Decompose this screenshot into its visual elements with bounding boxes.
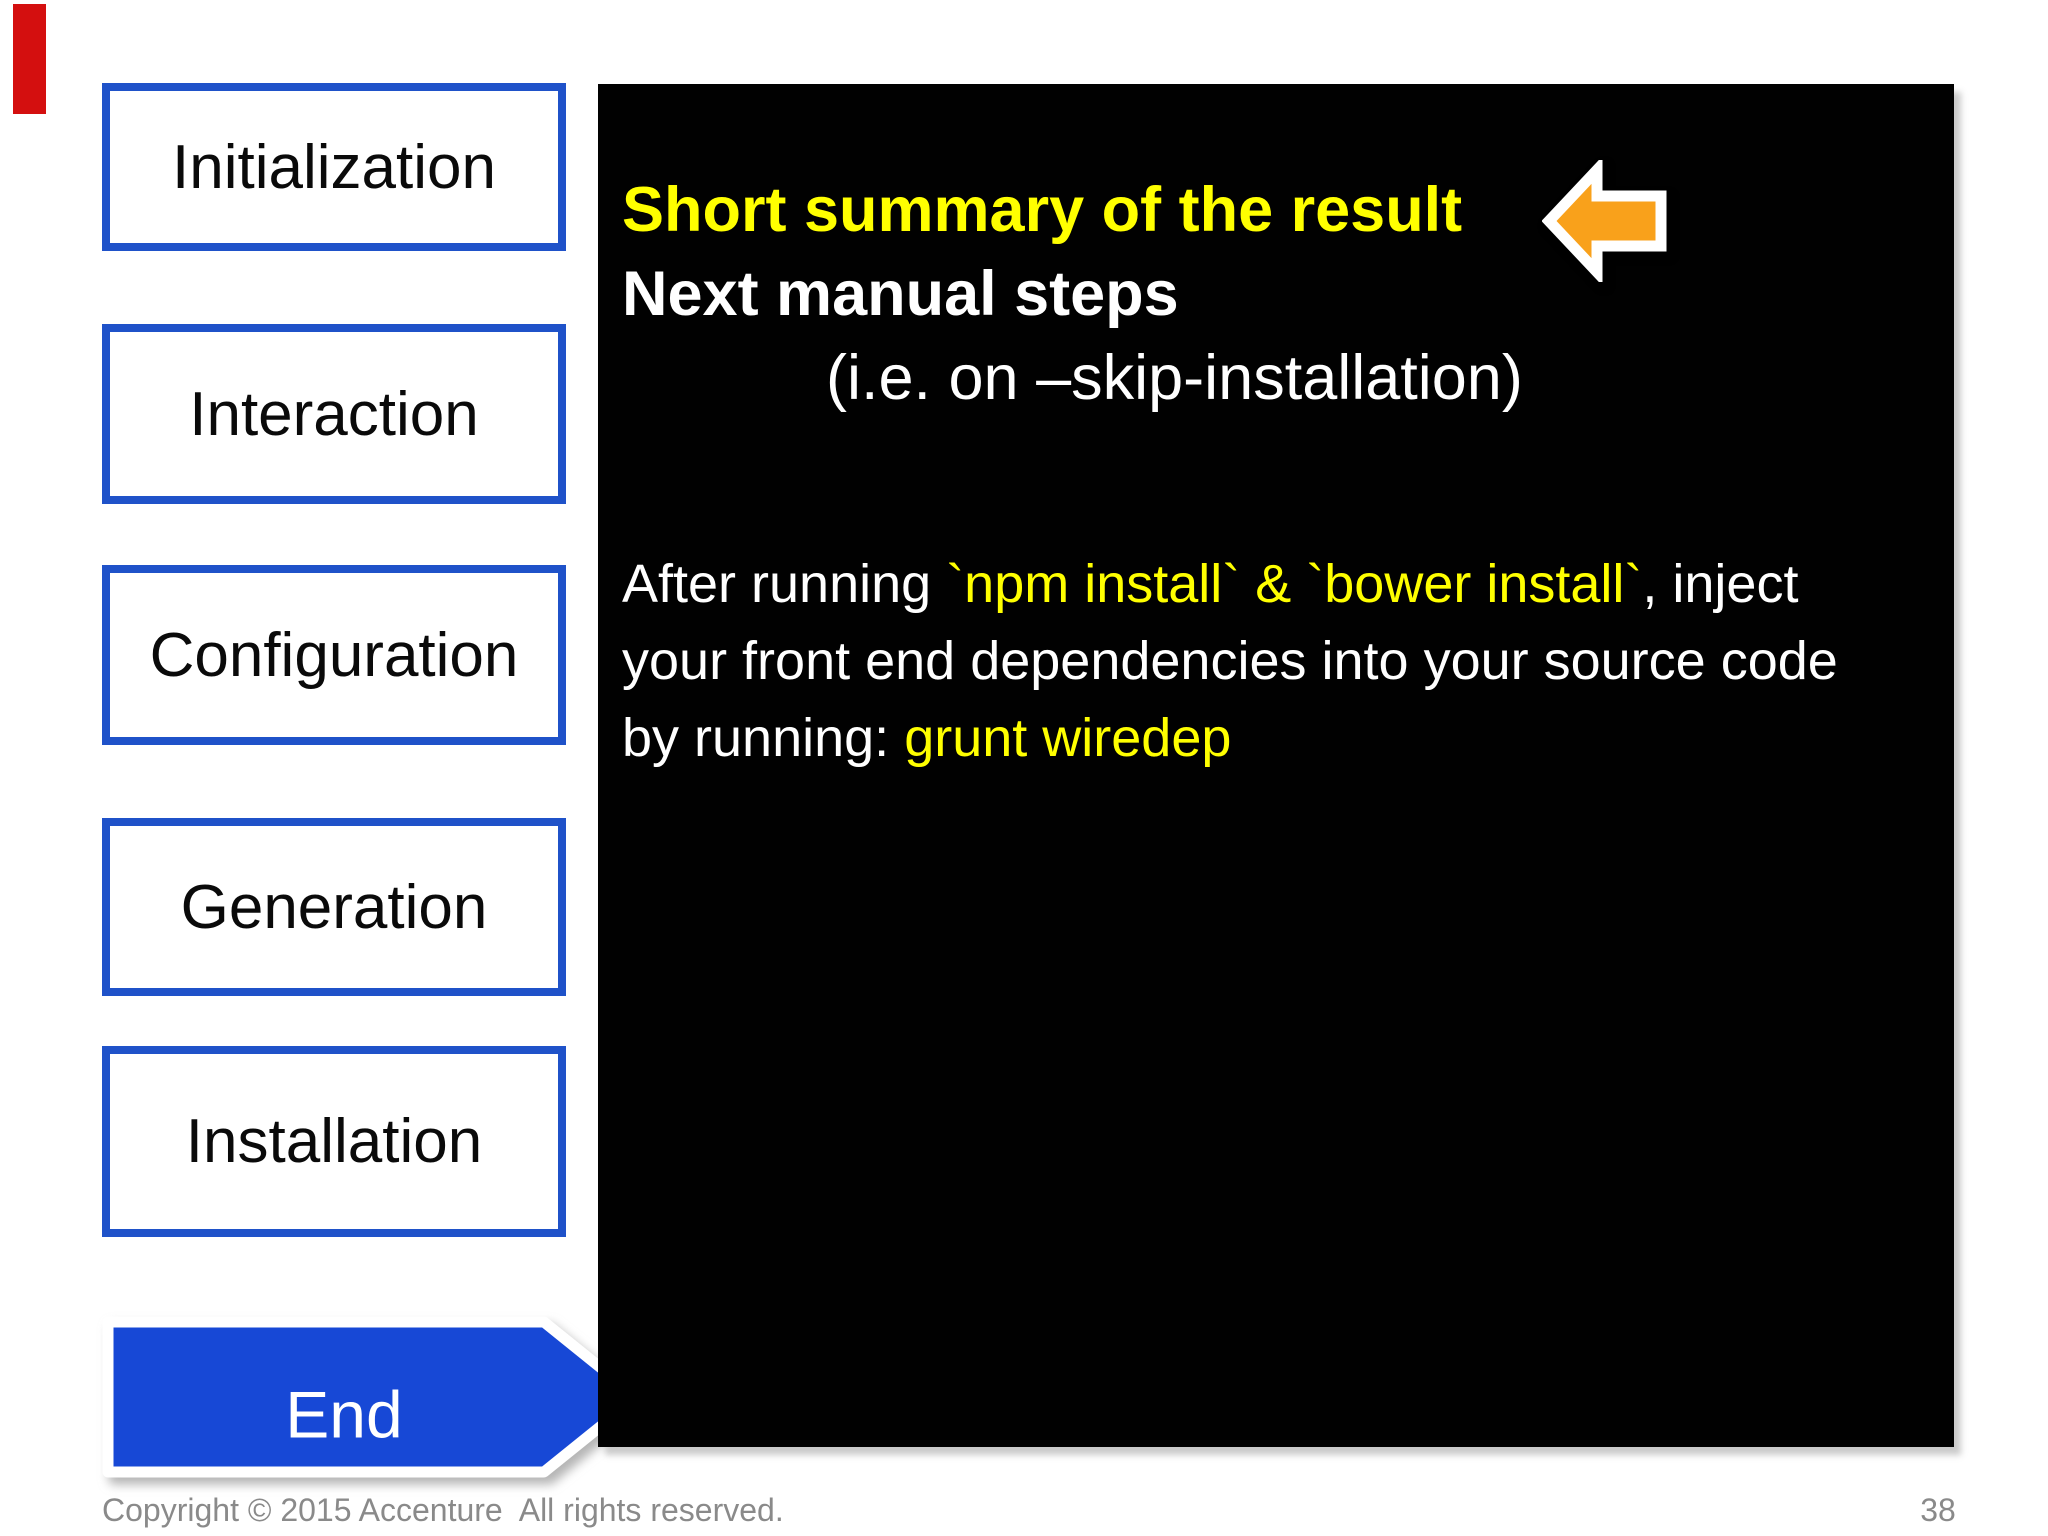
orange-callout-arrow — [1542, 160, 1667, 282]
left-block-arrow-icon — [1542, 160, 1667, 282]
heading-skip-installation-note: (i.e. on –skip-installation) — [826, 343, 1523, 413]
paragraph-segment: your front end dependencies into your so… — [622, 631, 1838, 691]
panel-heading: Short summary of the result Next manual … — [622, 168, 1932, 420]
step-label-generation: Generation — [180, 872, 488, 942]
paragraph-segment: `npm install` & `bower install` — [946, 554, 1643, 614]
copyright-footer: Copyright © 2015 Accenture All rights re… — [102, 1492, 784, 1528]
step-label-initialization: Initialization — [172, 132, 496, 202]
paragraph-line: your front end dependencies into your so… — [622, 623, 1932, 700]
paragraph-line: After running `npm install` & `bower ins… — [622, 546, 1932, 623]
heading-next-steps: Next manual steps — [622, 259, 1179, 329]
step-box-interaction: Interaction — [102, 324, 566, 504]
step-label-interaction: Interaction — [189, 379, 479, 449]
red-marker — [13, 4, 46, 114]
end-step-label: End — [285, 1377, 402, 1451]
paragraph-segment: After running — [622, 554, 947, 614]
step-label-configuration: Configuration — [149, 620, 519, 690]
console-panel: Short summary of the result Next manual … — [598, 84, 1954, 1447]
step-box-initialization: Initialization — [102, 83, 566, 251]
step-box-configuration: Configuration — [102, 565, 566, 745]
right-block-arrow-icon — [102, 1316, 643, 1478]
panel-paragraph: After running `npm install` & `bower ins… — [622, 546, 1932, 777]
heading-summary: Short summary of the result — [622, 175, 1463, 245]
paragraph-segment: , inject — [1642, 554, 1799, 614]
paragraph-segment: by running: — [622, 708, 905, 768]
paragraph-line: by running: grunt wiredep — [622, 700, 1932, 777]
end-step-arrow: End — [102, 1316, 643, 1478]
page-number: 38 — [1920, 1492, 1956, 1528]
paragraph-segment: grunt wiredep — [904, 708, 1232, 768]
step-box-installation: Installation — [102, 1046, 566, 1237]
step-box-generation: Generation — [102, 818, 566, 996]
step-label-installation: Installation — [185, 1107, 483, 1176]
